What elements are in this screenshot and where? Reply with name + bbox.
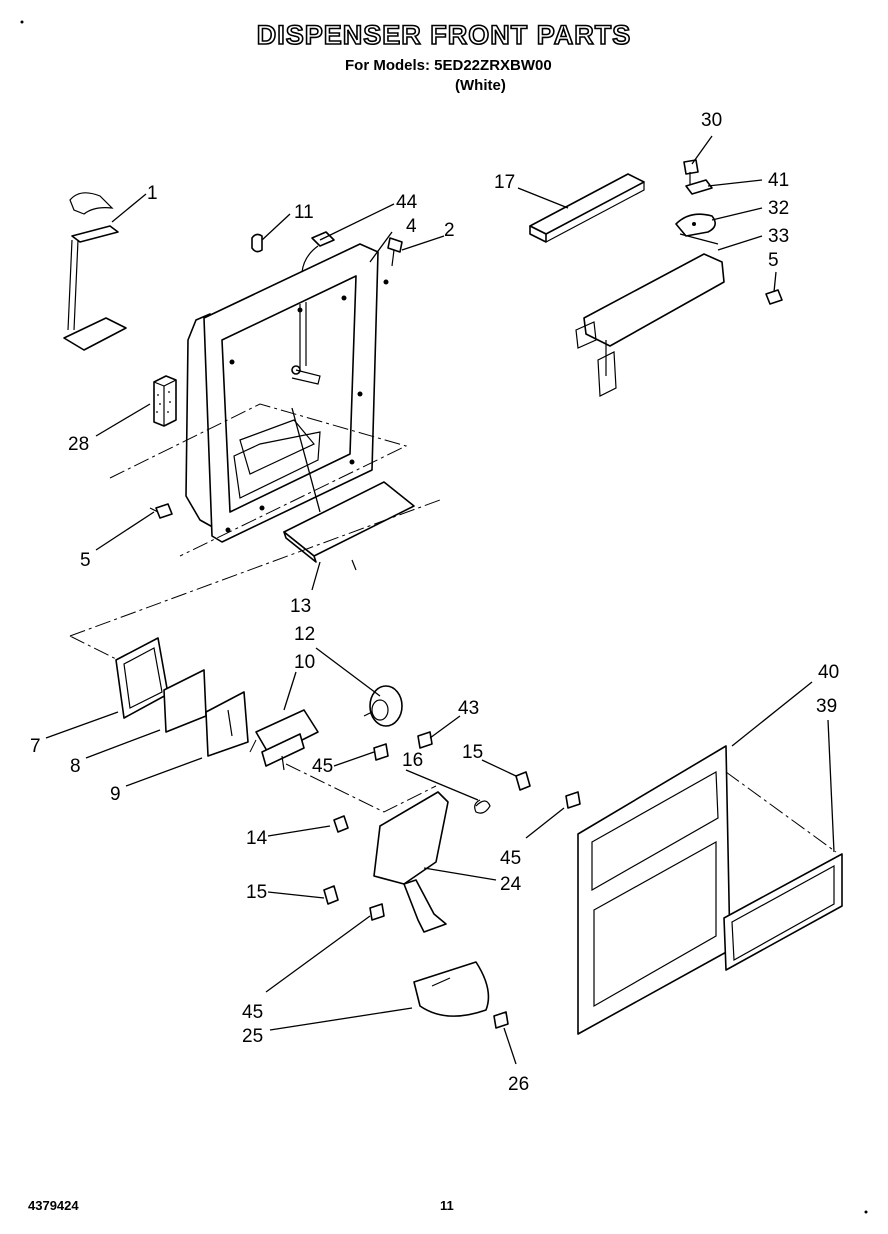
callout-labels: 1 11 44 4 2 28 5 13 17 30 41 32 33 5 12 …	[30, 110, 839, 1095]
part-15-clip-b	[323, 885, 339, 905]
part-13-grille	[283, 481, 415, 571]
part-17-channel	[529, 173, 645, 243]
callout-33: 33	[768, 226, 789, 247]
part-43-screw	[417, 731, 433, 749]
callout-13: 13	[290, 596, 311, 617]
part-5-screw-right	[765, 289, 783, 305]
part-41-clip	[685, 179, 713, 195]
part-4-dispenser-housing	[185, 243, 389, 543]
part-8-pad	[163, 669, 207, 733]
part-45-screw-c	[369, 903, 385, 921]
registration-mark-top-left	[20, 20, 24, 24]
part-45-screw-a	[373, 743, 389, 761]
part-25-cover	[413, 961, 490, 1017]
callout-12: 12	[294, 624, 315, 645]
part-26-screw	[493, 1011, 509, 1029]
part-10-switch	[255, 709, 319, 771]
part-5-screw-left	[149, 503, 173, 519]
model-number: For Models: 5ED22ZRXBW00	[345, 57, 552, 74]
callout-4: 4	[406, 216, 417, 237]
callout-16: 16	[402, 750, 423, 771]
part-11-clip	[251, 233, 263, 253]
part-7-cap	[115, 637, 169, 719]
part-24-actuator	[373, 791, 449, 933]
callout-45-c: 45	[242, 1002, 263, 1023]
callout-17: 17	[494, 172, 515, 193]
part-33-bracket	[575, 233, 725, 397]
document-number: 4379424	[28, 1198, 79, 1213]
callout-30: 30	[701, 110, 722, 131]
part-30-screw	[683, 159, 699, 186]
part-32-cam	[675, 213, 716, 237]
callout-40: 40	[818, 662, 839, 683]
part-39-trim-panel	[723, 853, 843, 971]
callout-15-b: 15	[246, 882, 267, 903]
callout-1: 1	[147, 183, 158, 204]
callout-39: 39	[816, 696, 837, 717]
part-40-front-panel	[577, 745, 731, 1035]
callout-5-right: 5	[768, 250, 779, 271]
callout-28: 28	[68, 434, 89, 455]
callout-24: 24	[500, 874, 522, 895]
part-14-clip	[333, 815, 349, 833]
callout-45-b: 45	[500, 848, 521, 869]
color-variant: (White)	[455, 77, 506, 94]
part-16-spring	[474, 799, 491, 814]
part-28-foam-block	[153, 375, 177, 427]
part-15-clip-a	[515, 771, 531, 791]
part-12-motor	[363, 685, 403, 727]
callout-32: 32	[768, 198, 789, 219]
callout-7: 7	[30, 736, 41, 757]
callout-15-a: 15	[462, 742, 483, 763]
callout-2: 2	[444, 220, 455, 241]
callout-41: 41	[768, 170, 789, 191]
assembly-lines	[69, 403, 837, 853]
leader-lines	[45, 135, 835, 1065]
callout-5-left: 5	[80, 550, 91, 571]
callout-9: 9	[110, 784, 121, 805]
registration-mark-bottom-right	[864, 1210, 868, 1214]
callout-8: 8	[70, 756, 81, 777]
page-number: 11	[440, 1198, 454, 1213]
part-9-plate	[205, 691, 249, 757]
callout-14: 14	[246, 828, 268, 849]
page-title: DISPENSER FRONT PARTS	[256, 19, 632, 51]
callout-25: 25	[242, 1026, 263, 1047]
callout-11: 11	[294, 202, 314, 223]
part-45-screw-b	[565, 791, 581, 809]
callout-10: 10	[294, 652, 315, 673]
part-1-heater-strip	[63, 192, 127, 351]
callout-26: 26	[508, 1074, 529, 1095]
part-2-screw	[387, 237, 403, 267]
callout-43: 43	[458, 698, 479, 719]
callout-44: 44	[396, 192, 418, 213]
callout-45-a: 45	[312, 756, 333, 777]
